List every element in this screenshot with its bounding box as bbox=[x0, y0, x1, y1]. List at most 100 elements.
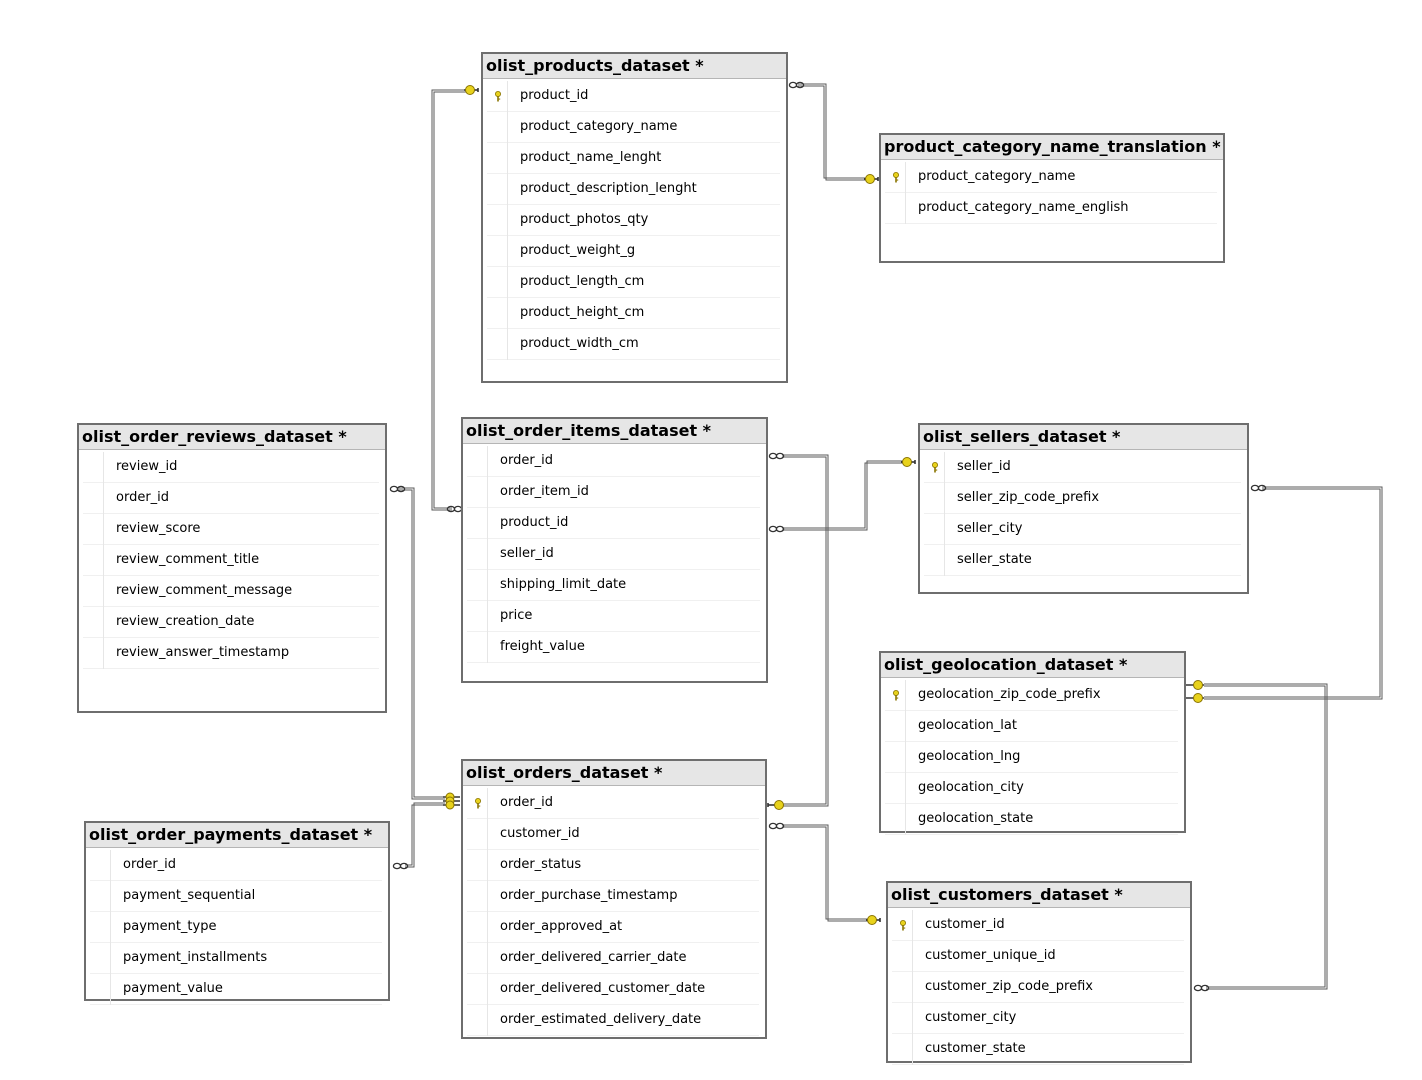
column-row[interactable]: payment_sequential bbox=[90, 881, 382, 912]
key-connector-icon bbox=[767, 800, 784, 810]
column-row[interactable]: product_id bbox=[487, 81, 780, 112]
table-title[interactable]: olist_geolocation_dataset * bbox=[881, 653, 1184, 678]
column-row[interactable]: review_comment_title bbox=[83, 545, 379, 576]
column-row[interactable]: geolocation_lng bbox=[885, 742, 1178, 773]
column-name: product_id bbox=[500, 515, 569, 530]
column-name: order_status bbox=[500, 857, 582, 872]
column-name: geolocation_lng bbox=[918, 749, 1021, 764]
column-row[interactable]: customer_state bbox=[892, 1034, 1184, 1065]
column-name: product_name_lenght bbox=[520, 150, 662, 165]
column-row[interactable]: geolocation_state bbox=[885, 804, 1178, 835]
column-name: product_description_lenght bbox=[520, 181, 697, 196]
column-name: customer_state bbox=[925, 1041, 1026, 1056]
column-row[interactable]: customer_zip_code_prefix bbox=[892, 972, 1184, 1003]
column-row[interactable]: order_id bbox=[83, 483, 379, 514]
column-row[interactable]: product_category_name bbox=[885, 162, 1217, 193]
column-row[interactable]: order_id bbox=[467, 788, 759, 819]
column-row[interactable]: seller_id bbox=[924, 452, 1241, 483]
column-row[interactable]: product_category_name_english bbox=[885, 193, 1217, 224]
column-row[interactable]: product_category_name bbox=[487, 112, 780, 143]
column-row[interactable]: payment_type bbox=[90, 912, 382, 943]
primary-key-icon bbox=[897, 910, 909, 940]
table-title[interactable]: olist_orders_dataset * bbox=[463, 761, 765, 786]
table-title[interactable]: olist_order_reviews_dataset * bbox=[79, 425, 385, 450]
rel-items-products bbox=[431, 89, 466, 511]
column-row[interactable]: order_status bbox=[467, 850, 759, 881]
column-row[interactable]: order_estimated_delivery_date bbox=[467, 1005, 759, 1036]
column-row[interactable]: order_delivered_carrier_date bbox=[467, 943, 759, 974]
table-geolocation[interactable]: olist_geolocation_dataset *geolocation_z… bbox=[879, 651, 1186, 835]
column-row[interactable]: product_name_lenght bbox=[487, 143, 780, 174]
column-name: payment_type bbox=[123, 919, 217, 934]
column-name: product_id bbox=[520, 88, 589, 103]
column-row[interactable]: geolocation_zip_code_prefix bbox=[885, 680, 1178, 711]
column-name: product_height_cm bbox=[520, 305, 645, 320]
column-row[interactable]: price bbox=[467, 601, 760, 632]
column-row[interactable]: review_score bbox=[83, 514, 379, 545]
table-title[interactable]: product_category_name_translation * bbox=[881, 135, 1223, 160]
column-row[interactable]: customer_unique_id bbox=[892, 941, 1184, 972]
column-name: order_id bbox=[123, 857, 177, 872]
column-row[interactable]: product_width_cm bbox=[487, 329, 780, 360]
column-row[interactable]: seller_id bbox=[467, 539, 760, 570]
column-row[interactable]: seller_zip_code_prefix bbox=[924, 483, 1241, 514]
key-connector-icon bbox=[866, 915, 881, 925]
column-row[interactable]: payment_installments bbox=[90, 943, 382, 974]
column-row[interactable]: order_delivered_customer_date bbox=[467, 974, 759, 1005]
column-row[interactable]: review_comment_message bbox=[83, 576, 379, 607]
column-row[interactable]: seller_state bbox=[924, 545, 1241, 576]
column-row[interactable]: customer_id bbox=[467, 819, 759, 850]
column-row[interactable]: order_id bbox=[90, 850, 382, 881]
column-row[interactable]: geolocation_lat bbox=[885, 711, 1178, 742]
column-row[interactable]: customer_city bbox=[892, 1003, 1184, 1034]
column-row[interactable]: product_description_lenght bbox=[487, 174, 780, 205]
column-name: seller_state bbox=[957, 552, 1032, 567]
column-name: order_delivered_customer_date bbox=[500, 981, 706, 996]
table-title[interactable]: olist_order_items_dataset * bbox=[463, 419, 766, 444]
column-row[interactable]: product_length_cm bbox=[487, 267, 780, 298]
rel-items-orders bbox=[780, 454, 829, 807]
column-row[interactable]: order_purchase_timestamp bbox=[467, 881, 759, 912]
column-name: geolocation_lat bbox=[918, 718, 1017, 733]
column-row[interactable]: review_answer_timestamp bbox=[83, 638, 379, 669]
column-row[interactable]: order_approved_at bbox=[467, 912, 759, 943]
table-title[interactable]: olist_sellers_dataset * bbox=[920, 425, 1247, 450]
column-row[interactable]: product_photos_qty bbox=[487, 205, 780, 236]
column-name: review_id bbox=[116, 459, 178, 474]
column-name: review_answer_timestamp bbox=[116, 645, 290, 660]
column-row[interactable]: product_weight_g bbox=[487, 236, 780, 267]
column-row[interactable]: seller_city bbox=[924, 514, 1241, 545]
column-row[interactable]: review_creation_date bbox=[83, 607, 379, 638]
column-row[interactable]: shipping_limit_date bbox=[467, 570, 760, 601]
column-row[interactable]: geolocation_city bbox=[885, 773, 1178, 804]
column-name: shipping_limit_date bbox=[500, 577, 627, 592]
column-row[interactable]: customer_id bbox=[892, 910, 1184, 941]
column-row[interactable]: payment_value bbox=[90, 974, 382, 1005]
infinity-icon bbox=[768, 452, 785, 460]
column-name: review_creation_date bbox=[116, 614, 255, 629]
column-name: product_category_name bbox=[520, 119, 678, 134]
table-title[interactable]: olist_products_dataset * bbox=[483, 54, 786, 79]
table-title[interactable]: olist_order_payments_dataset * bbox=[86, 823, 388, 848]
column-row[interactable]: order_item_id bbox=[467, 477, 760, 508]
infinity-icon bbox=[1250, 484, 1267, 492]
primary-key-icon bbox=[492, 81, 504, 111]
column-row[interactable]: review_id bbox=[83, 452, 379, 483]
rel-payments-orders bbox=[405, 802, 445, 868]
rel-orders-customers bbox=[782, 824, 868, 922]
table-title[interactable]: olist_customers_dataset * bbox=[888, 883, 1190, 908]
column-row[interactable]: product_height_cm bbox=[487, 298, 780, 329]
column-row[interactable]: product_id bbox=[467, 508, 760, 539]
table-translation[interactable]: product_category_name_translation *produ… bbox=[879, 133, 1225, 263]
column-row[interactable]: order_id bbox=[467, 446, 760, 477]
column-row[interactable]: freight_value bbox=[467, 632, 760, 663]
